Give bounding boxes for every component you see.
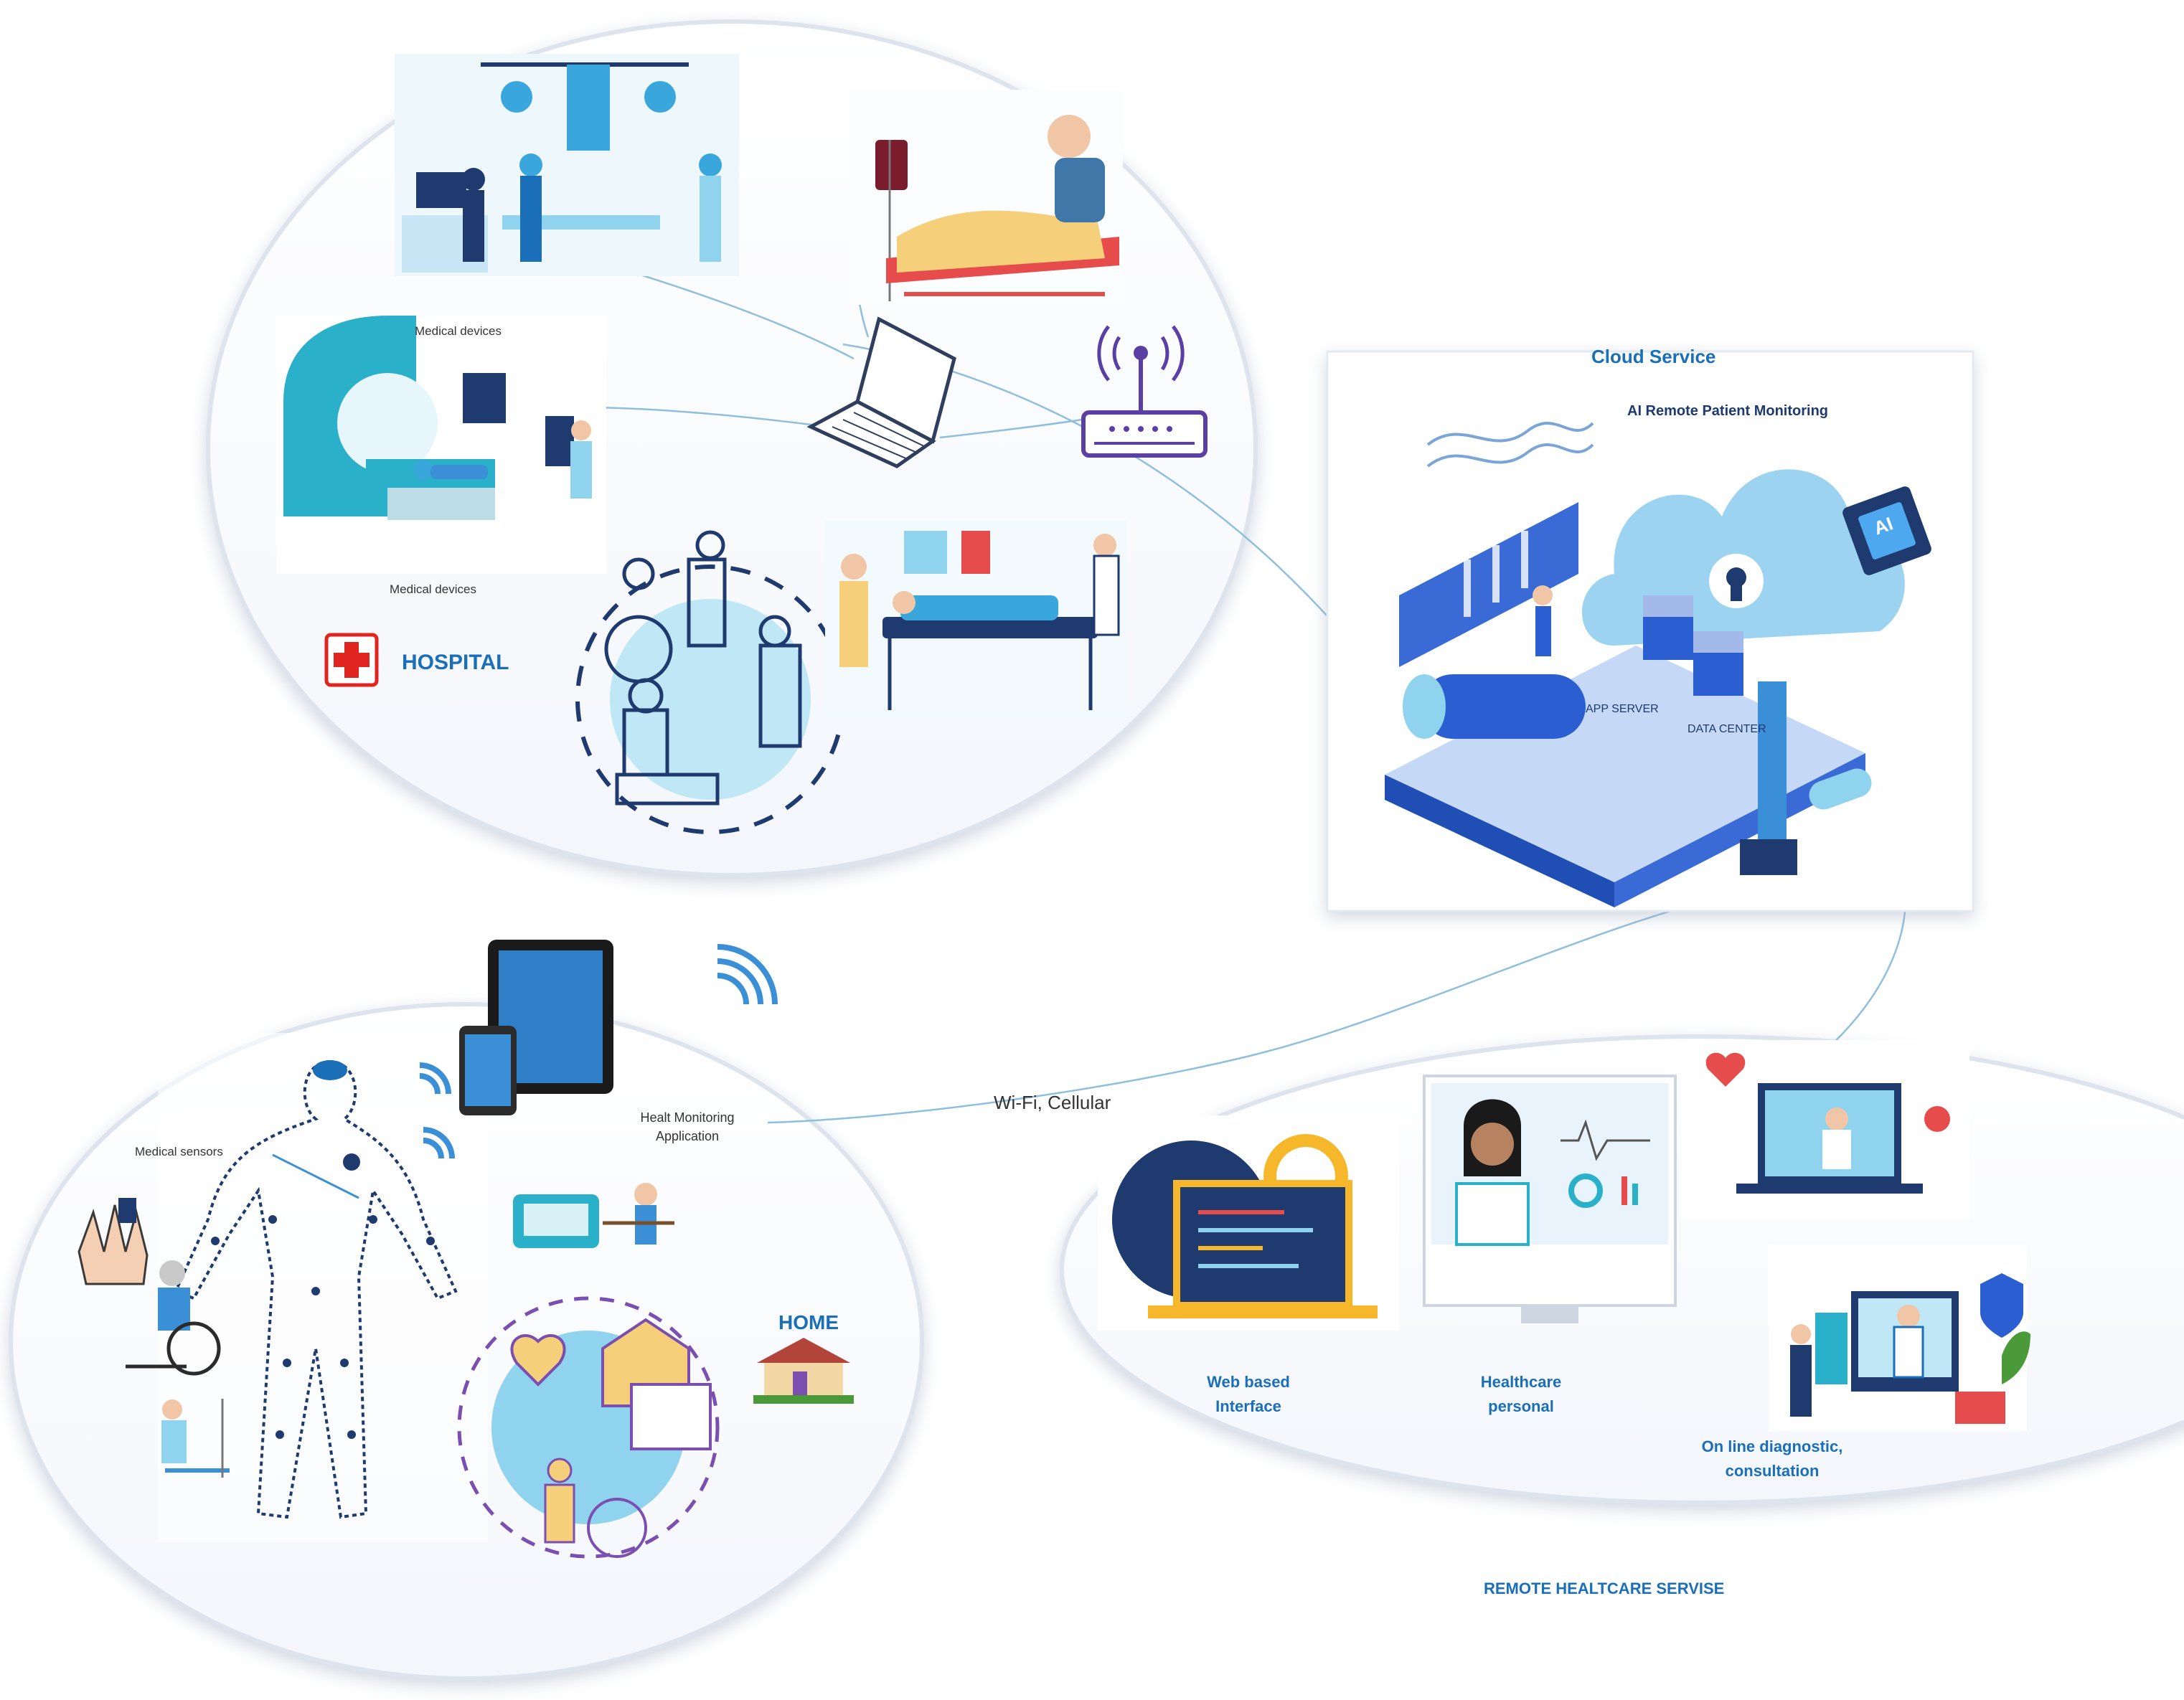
data-center-label: DATA CENTER <box>1688 723 1766 735</box>
online-diagnostic-line2: consultation <box>1725 1462 1820 1480</box>
medical-sensors-label: Medical sensors <box>135 1145 223 1158</box>
ai-remote-monitoring-label: AI Remote Patient Monitoring <box>1627 403 1828 419</box>
cloud-service-title: Cloud Service <box>1591 346 1716 367</box>
home-bed-patient-illustration <box>161 1399 230 1478</box>
laptop-illustration <box>806 316 956 468</box>
healthcare-personal-line2: personal <box>1488 1397 1554 1415</box>
operating-room-illustration <box>395 54 739 276</box>
medical-devices-label-top: Medical devices <box>415 324 502 338</box>
healthcare-personal-label: Healthcare personal <box>1449 1370 1593 1419</box>
online-diagnostic-line1: On line diagnostic, <box>1701 1437 1843 1455</box>
wifi-cellular-label: Wi-Fi, Cellular <box>994 1092 1111 1113</box>
health-monitoring-app-line1: Healt Monitoring <box>640 1110 735 1125</box>
healthcare-personnel-illustration <box>1423 1075 1677 1323</box>
health-monitoring-app-label: Healt Monitoring Application <box>630 1108 745 1146</box>
app-server-label: APP SERVER <box>1586 703 1659 715</box>
wifi-router-illustration <box>1081 325 1208 458</box>
finger-oximeter-illustration <box>77 1198 149 1285</box>
web-interface-line2: Interface <box>1215 1397 1281 1415</box>
wifi-signal-icons <box>419 944 778 1159</box>
web-interface-illustration <box>1098 1115 1399 1331</box>
hospital-cross-icon <box>324 633 379 687</box>
remote-healthcare-title: REMOTE HEALTCARE SERVISE <box>1484 1579 1725 1597</box>
online-diagnostic-illustration <box>1769 1245 2030 1431</box>
house-icon <box>753 1338 854 1404</box>
health-monitoring-app-line2: Application <box>655 1129 720 1143</box>
bp-monitor-illustration <box>513 1183 674 1248</box>
online-diagnostic-label: On line diagnostic, consultation <box>1679 1435 1865 1483</box>
tablet-illustration <box>459 940 613 1115</box>
mri-scanner-illustration <box>276 316 606 574</box>
patient-bed-illustration <box>850 90 1123 305</box>
icu-bed-illustration <box>825 520 1126 721</box>
hospital-title: HOSPITAL <box>402 651 509 674</box>
web-interface-line1: Web based <box>1207 1373 1290 1391</box>
healthcare-personal-line1: Healthcare <box>1480 1373 1562 1391</box>
medical-devices-label-bottom: Medical devices <box>390 582 476 596</box>
body-sensors-illustration <box>158 1033 488 1542</box>
web-interface-label: Web based Interface <box>1177 1370 1320 1419</box>
telemedicine-laptop-illustration <box>1682 1040 1969 1219</box>
home-title: HOME <box>778 1311 839 1333</box>
wheelchair-patient-illustration <box>126 1260 221 1376</box>
home-care-icon <box>457 1296 720 1559</box>
cloud-illustration <box>1385 422 1931 907</box>
